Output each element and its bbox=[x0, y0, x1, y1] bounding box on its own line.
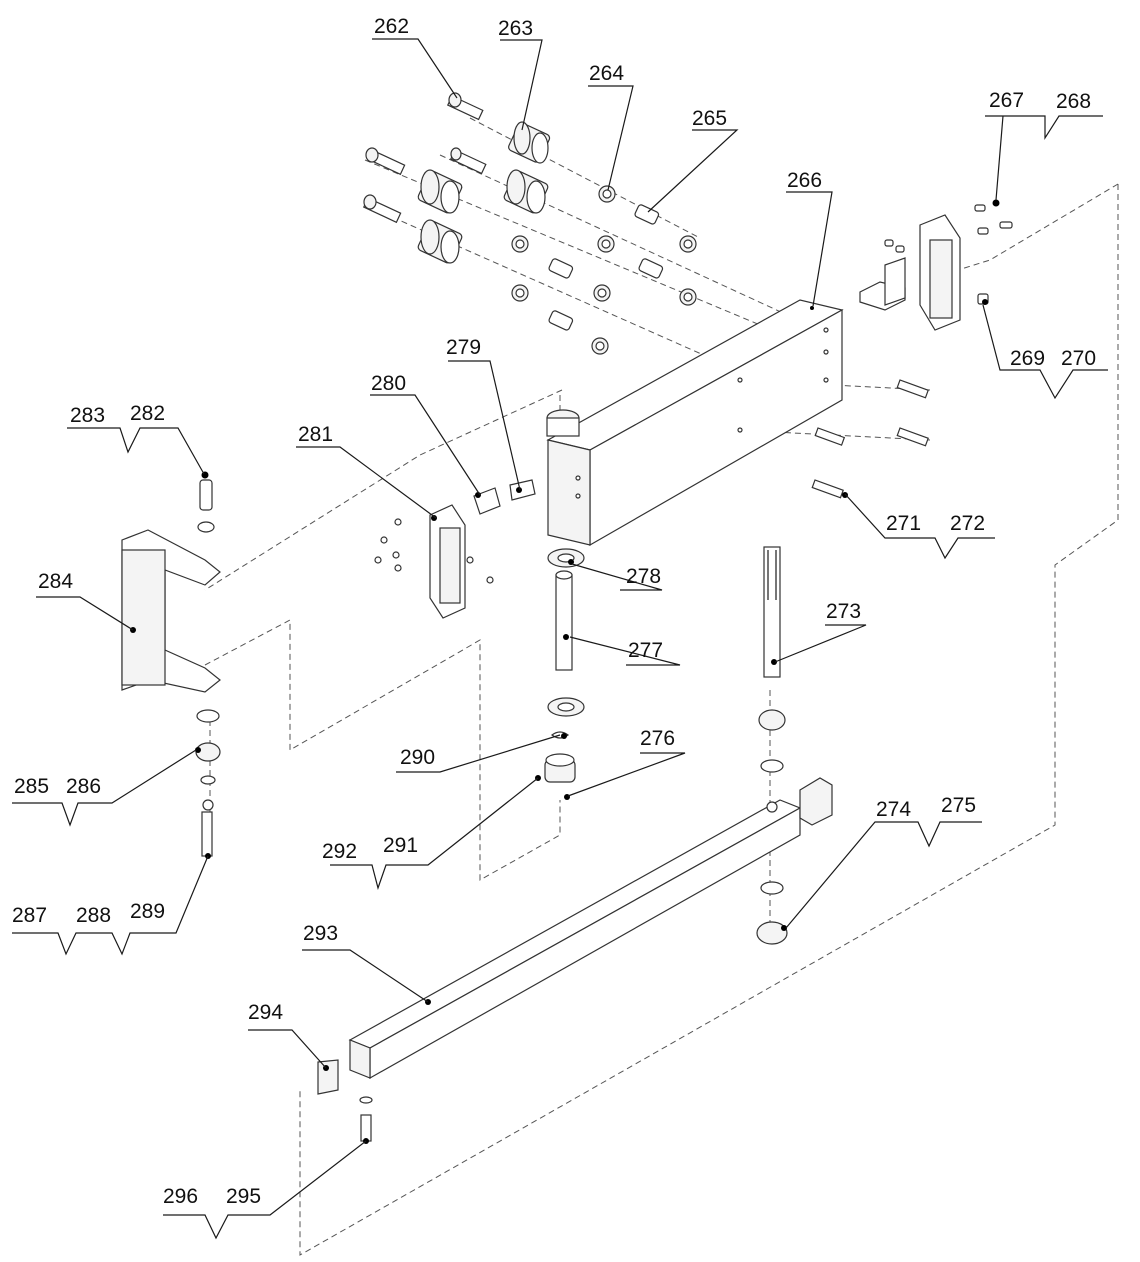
bearings bbox=[511, 185, 697, 355]
label-267: 267 bbox=[989, 89, 1024, 112]
label-274: 274 bbox=[876, 798, 911, 821]
label-272: 272 bbox=[950, 512, 985, 535]
label-262: 262 bbox=[374, 15, 409, 38]
label-269: 269 bbox=[1010, 347, 1045, 370]
part-labels: 262 263 264 265 266 267 268 269 270 271 … bbox=[12, 15, 1096, 1208]
bolt-row-2 bbox=[449, 147, 487, 175]
left-bracket-group bbox=[121, 471, 221, 859]
bolt-row-3 bbox=[362, 194, 402, 224]
label-296: 296 bbox=[163, 1185, 198, 1208]
label-265: 265 bbox=[692, 107, 727, 130]
label-285: 285 bbox=[14, 775, 49, 798]
label-264: 264 bbox=[589, 62, 624, 85]
label-277: 277 bbox=[628, 639, 663, 662]
label-287: 287 bbox=[12, 904, 47, 927]
label-288: 288 bbox=[76, 904, 111, 927]
label-290: 290 bbox=[400, 746, 435, 769]
lower-beam-293 bbox=[317, 777, 833, 1144]
post-group bbox=[756, 546, 788, 945]
label-268: 268 bbox=[1056, 90, 1091, 113]
label-282: 282 bbox=[130, 402, 165, 425]
label-276: 276 bbox=[640, 727, 675, 750]
label-266: 266 bbox=[787, 169, 822, 192]
roller-mid-right bbox=[503, 169, 549, 214]
roller-263-top bbox=[508, 121, 551, 164]
label-284: 284 bbox=[38, 570, 73, 593]
end-plate-right bbox=[859, 199, 1013, 331]
label-294: 294 bbox=[248, 1001, 283, 1024]
label-289: 289 bbox=[130, 900, 165, 923]
roller-bottom-left bbox=[417, 219, 463, 264]
vertical-shaft-group bbox=[535, 548, 585, 800]
assembly-guide-lines bbox=[204, 117, 1119, 1256]
roller-mid-left bbox=[417, 169, 463, 214]
label-283: 283 bbox=[70, 404, 105, 427]
upper-beam-266 bbox=[546, 299, 844, 547]
label-279: 279 bbox=[446, 336, 481, 359]
label-280: 280 bbox=[371, 372, 406, 395]
label-275: 275 bbox=[941, 794, 976, 817]
mid-plate-group bbox=[374, 479, 536, 619]
label-286: 286 bbox=[66, 775, 101, 798]
label-278: 278 bbox=[626, 565, 661, 588]
label-291: 291 bbox=[383, 834, 418, 857]
bolt-row-1 bbox=[365, 147, 406, 176]
label-295: 295 bbox=[226, 1185, 261, 1208]
label-263: 263 bbox=[498, 17, 533, 40]
label-292: 292 bbox=[322, 840, 357, 863]
label-273: 273 bbox=[826, 600, 861, 623]
label-281: 281 bbox=[298, 423, 333, 446]
label-271: 271 bbox=[886, 512, 921, 535]
bolt-262-part bbox=[446, 92, 484, 121]
label-293: 293 bbox=[303, 922, 338, 945]
roller-axle-group bbox=[362, 92, 697, 355]
label-270: 270 bbox=[1061, 347, 1096, 370]
spacers bbox=[548, 204, 664, 331]
leader-lines bbox=[12, 38, 1108, 1240]
